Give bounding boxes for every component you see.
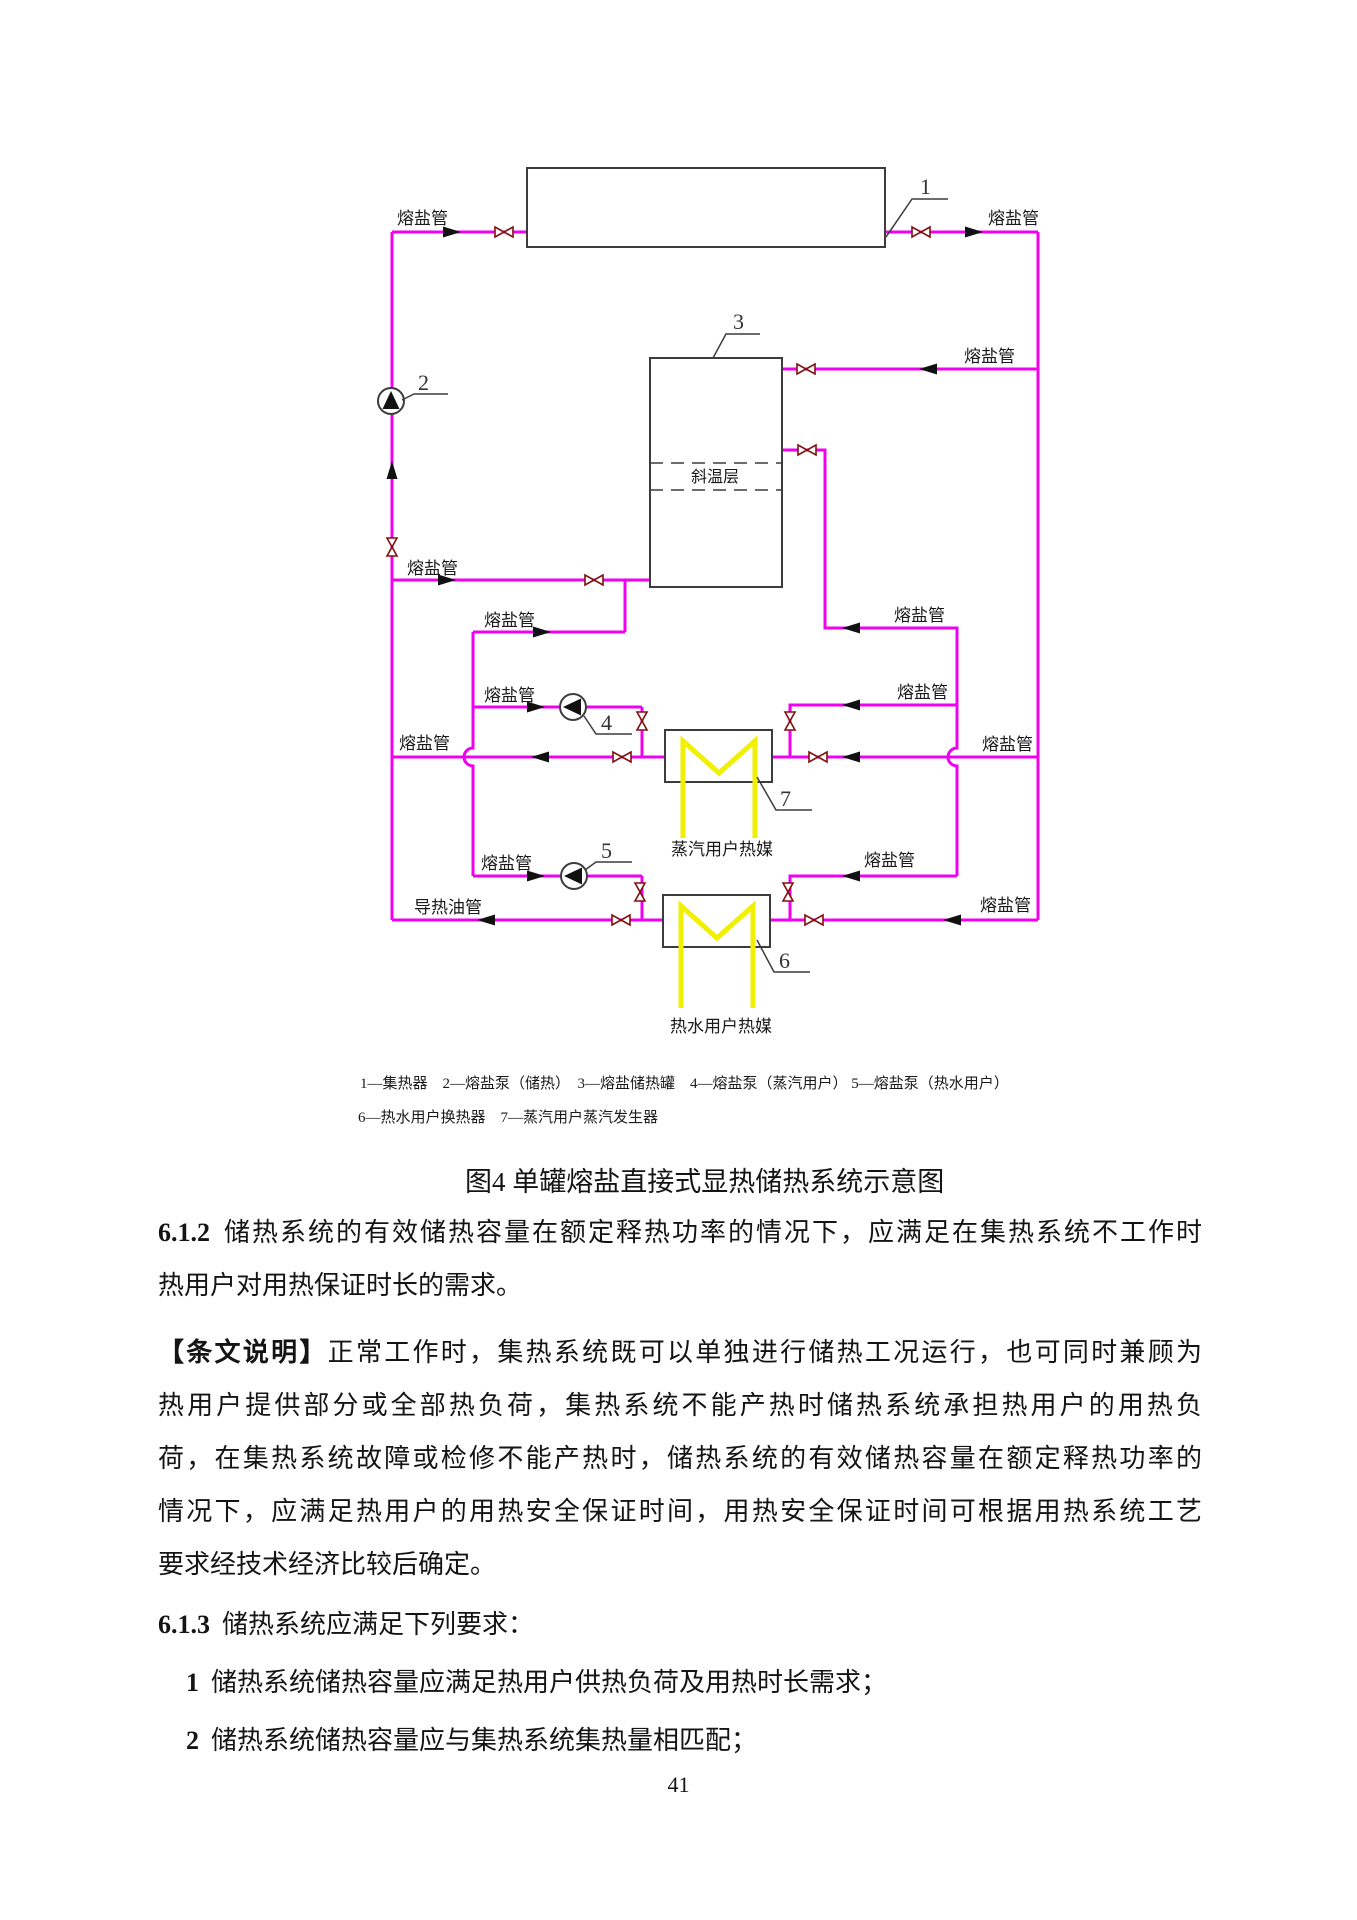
flow-arrow-icon: [842, 870, 860, 882]
valve-icon: [494, 226, 514, 238]
valve-icon: [804, 914, 824, 926]
flow-arrow-icon: [919, 363, 937, 375]
pipe-label-molten-salt: 熔盐管: [988, 209, 1039, 228]
system-diagram: 1 2 3 4 5 6 7 熔盐管 熔盐管 熔盐管 熔盐管 熔盐管 熔盐管 熔盐…: [377, 167, 1040, 1036]
collector-number: 1: [920, 174, 931, 199]
explanation-line2: 热用户提供部分或全部热负荷，集热系统不能产热时储热系统承担热用户的用热负: [158, 1391, 1202, 1420]
water-hx-number: 6: [779, 948, 790, 973]
valve-icon: [386, 537, 398, 557]
flow-arrow-icon: [386, 461, 398, 479]
charge-pump-number: 2: [418, 370, 429, 395]
water-pump-number: 5: [601, 838, 612, 863]
leader-line: [712, 333, 760, 359]
flow-arrow-icon: [533, 626, 551, 638]
pipe-label-molten-salt: 熔盐管: [407, 559, 458, 578]
pipe-label-molten-salt: 熔盐管: [980, 896, 1031, 915]
clause-613: 6.1.3 储热系统应满足下列要求：: [158, 1598, 1202, 1651]
pipe-label-molten-salt: 熔盐管: [397, 209, 448, 228]
explanation-line3: 荷，在集热系统故障或检修不能产热时，储热系统的有效储热容量在额定释热功率的: [158, 1444, 1202, 1473]
valve-icon: [611, 914, 631, 926]
flow-arrow-icon: [943, 914, 961, 926]
steam-pump-number: 4: [601, 710, 612, 735]
explanation-tag: 【条文说明】: [158, 1338, 328, 1367]
explanation-line5: 要求经技术经济比较后确定。: [158, 1550, 497, 1579]
leader-line: [584, 861, 632, 871]
flow-arrow-icon: [842, 751, 860, 763]
item1-text: 储热系统储热容量应满足热用户供热负荷及用热时长需求；: [211, 1668, 888, 1697]
pump-5-icon: [560, 862, 588, 890]
steam-user-medium-line: [680, 735, 758, 838]
flow-arrow-icon: [531, 751, 549, 763]
page-number: 41: [667, 1772, 690, 1797]
item2-number: 2: [186, 1726, 199, 1755]
valve-icon: [808, 751, 828, 763]
tank-number: 3: [733, 309, 744, 334]
clause-612-number: 6.1.2: [158, 1218, 210, 1247]
collector-box: [526, 167, 886, 248]
pipe-tank-discharge: [782, 448, 959, 920]
valve-icon: [796, 363, 816, 375]
explanation-line1: 【条文说明】正常工作时，集热系统既可以单独进行储热工况运行，也可同时兼顾为: [158, 1326, 1202, 1379]
item2-text: 储热系统储热容量应与集热系统集热量相匹配；: [211, 1726, 758, 1755]
valve-icon: [612, 751, 632, 763]
pipe-label-thermal-oil: 导热油管: [414, 898, 482, 917]
hot-water-user-medium-line: [678, 900, 756, 1008]
pipe-label-molten-salt: 熔盐管: [897, 683, 948, 702]
pipe-label-molten-salt: 熔盐管: [484, 611, 535, 630]
clause-613-item2: 2 储热系统储热容量应与集热系统集热量相匹配；: [158, 1714, 1230, 1767]
pump-4-icon: [559, 693, 587, 721]
hot-water-user-medium-label: 热水用户热媒: [670, 1017, 772, 1036]
figure-caption: 图4 单罐熔盐直接式显热储热系统示意图: [465, 1167, 945, 1197]
flow-arrow-icon: [842, 699, 860, 711]
leader-line: [756, 939, 810, 973]
explanation-line4: 情况下，应满足热用户的用热安全保证时间，用热安全保证时间可根据用热系统工艺: [158, 1497, 1202, 1526]
clause-612-text1: 储热系统的有效储热容量在额定释热功率的情况下，应满足在集热系统不工作时: [222, 1218, 1202, 1247]
pump-2-icon: [377, 387, 405, 415]
pipe-label-molten-salt: 熔盐管: [481, 854, 532, 873]
figure-legend-line2: 6—热水用户换热器 7—蒸汽用户蒸汽发生器: [358, 1110, 659, 1126]
tank-thermocline-label: 斜温层: [691, 468, 739, 486]
steam-hx-number: 7: [780, 786, 791, 811]
clause-613-number: 6.1.3: [158, 1610, 210, 1639]
pipe-pump-suction-header: [462, 632, 475, 876]
leader-line: [756, 776, 812, 811]
leader-line: [401, 393, 448, 401]
valve-icon: [584, 574, 604, 586]
pipe-pump4-line: [473, 705, 644, 757]
valve-icon: [636, 711, 648, 731]
explanation-text1: 正常工作时，集热系统既可以单独进行储热工况运行，也可同时兼顾为: [327, 1338, 1202, 1367]
clause-612-line1: 6.1.2 储热系统的有效储热容量在额定释热功率的情况下，应满足在集热系统不工作时: [158, 1206, 1202, 1259]
pipe-label-molten-salt: 熔盐管: [894, 606, 945, 625]
pipe-pump5-line: [473, 874, 644, 920]
flow-arrow-icon: [965, 226, 983, 238]
clause-612: 6.1.2 储热系统的有效储热容量在额定释热功率的情况下，应满足在集热系统不工作时…: [158, 1206, 1202, 1312]
pipe-label-molten-salt: 熔盐管: [982, 735, 1033, 754]
steam-user-medium-label: 蒸汽用户热媒: [671, 840, 773, 859]
item1-number: 1: [186, 1668, 199, 1697]
leader-line: [583, 715, 632, 735]
figure-legend-line1: 1—集热器 2—熔盐泵（储热） 3—熔盐储热罐 4—熔盐泵（蒸汽用户） 5—熔盐…: [360, 1076, 1009, 1092]
clause-612-line2: 热用户对用热保证时长的需求。: [158, 1271, 523, 1300]
valve-icon: [911, 226, 931, 238]
flow-arrow-icon: [842, 622, 860, 634]
storage-tank-box: [649, 357, 783, 588]
thermocline-dashed-lines: [650, 462, 782, 491]
valve-icon: [797, 444, 817, 456]
pipe-label-molten-salt: 熔盐管: [484, 686, 535, 705]
clause-613-text: 储热系统应满足下列要求：: [222, 1610, 535, 1639]
valve-icon: [784, 711, 796, 731]
pipe-label-molten-salt: 熔盐管: [399, 734, 450, 753]
pipe-label-molten-salt: 熔盐管: [964, 347, 1015, 366]
clause-613-line: 6.1.3 储热系统应满足下列要求：: [158, 1598, 1202, 1651]
clause-613-item1: 1 储热系统储热容量应满足热用户供热负荷及用热时长需求；: [158, 1656, 1230, 1709]
flow-arrow-icon: [443, 226, 461, 238]
clause-612-explanation: 【条文说明】正常工作时，集热系统既可以单独进行储热工况运行，也可同时兼顾为 热用…: [158, 1326, 1202, 1591]
pipe-label-molten-salt: 熔盐管: [864, 851, 915, 870]
leader-line: [885, 198, 948, 238]
